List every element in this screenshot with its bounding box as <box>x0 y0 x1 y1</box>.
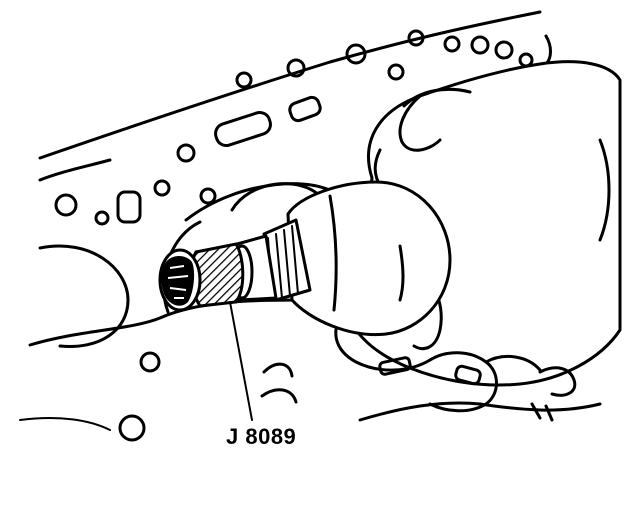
callout-leader <box>229 301 253 421</box>
bolt-hole <box>286 58 306 78</box>
water-passage <box>214 110 272 148</box>
bolt-hole <box>199 187 217 205</box>
bolt-hole <box>54 193 78 217</box>
bolt-hole <box>407 29 425 47</box>
bolt-hole <box>176 143 196 163</box>
bolt-hole <box>153 179 171 197</box>
bolt-hole <box>387 63 405 81</box>
bolt-hole <box>94 210 110 226</box>
bolt-hole <box>235 71 253 89</box>
bolt-hole <box>494 40 514 60</box>
cylinder-head-gasket <box>19 10 552 442</box>
tool-motor-body <box>286 180 452 337</box>
wire-brush-tool <box>158 180 452 337</box>
bolt-hole <box>443 35 461 53</box>
bolt-hole <box>345 43 367 65</box>
tool-callout-label: J 8089 <box>226 424 297 449</box>
water-passage <box>288 95 322 123</box>
bolt-hole <box>470 35 490 55</box>
bolt-hole <box>118 414 146 442</box>
water-passage <box>116 190 142 224</box>
bolt-hole <box>139 351 161 373</box>
cylinder-bore <box>38 244 130 349</box>
